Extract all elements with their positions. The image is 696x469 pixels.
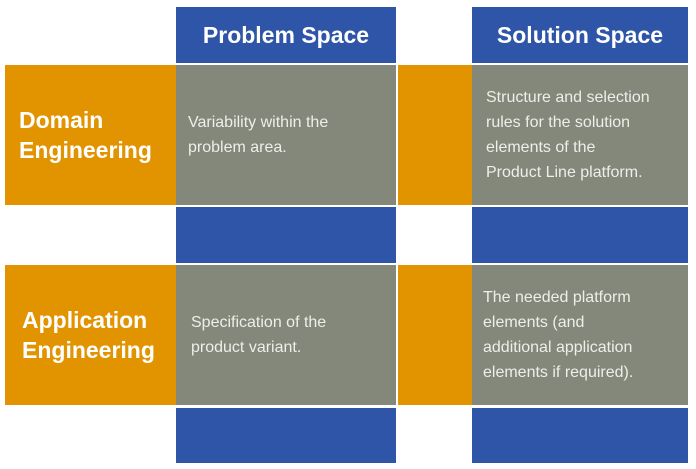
row-header-domain-engineering: Domain Engineering [5, 65, 176, 205]
cell-application-problem: Specification of the product variant. [176, 265, 396, 405]
problem-space-column-band-middle [176, 207, 396, 263]
cell-domain-problem: Variability within the problem area. [176, 65, 396, 205]
column-header-problem-space: Problem Space [176, 7, 396, 63]
problem-space-column-band-bottom [176, 408, 396, 463]
cell-domain-solution: Structure and selection rules for the so… [472, 65, 688, 205]
row-header-application-engineering: Application Engineering [5, 265, 176, 405]
domain-row-band-center-strip [398, 65, 472, 205]
cell-application-solution: The needed platform elements (and additi… [472, 265, 688, 405]
solution-space-column-band-bottom [472, 408, 688, 463]
solution-space-column-band-middle [472, 207, 688, 263]
application-row-band-center-strip [398, 265, 472, 405]
column-header-solution-space: Solution Space [472, 7, 688, 63]
